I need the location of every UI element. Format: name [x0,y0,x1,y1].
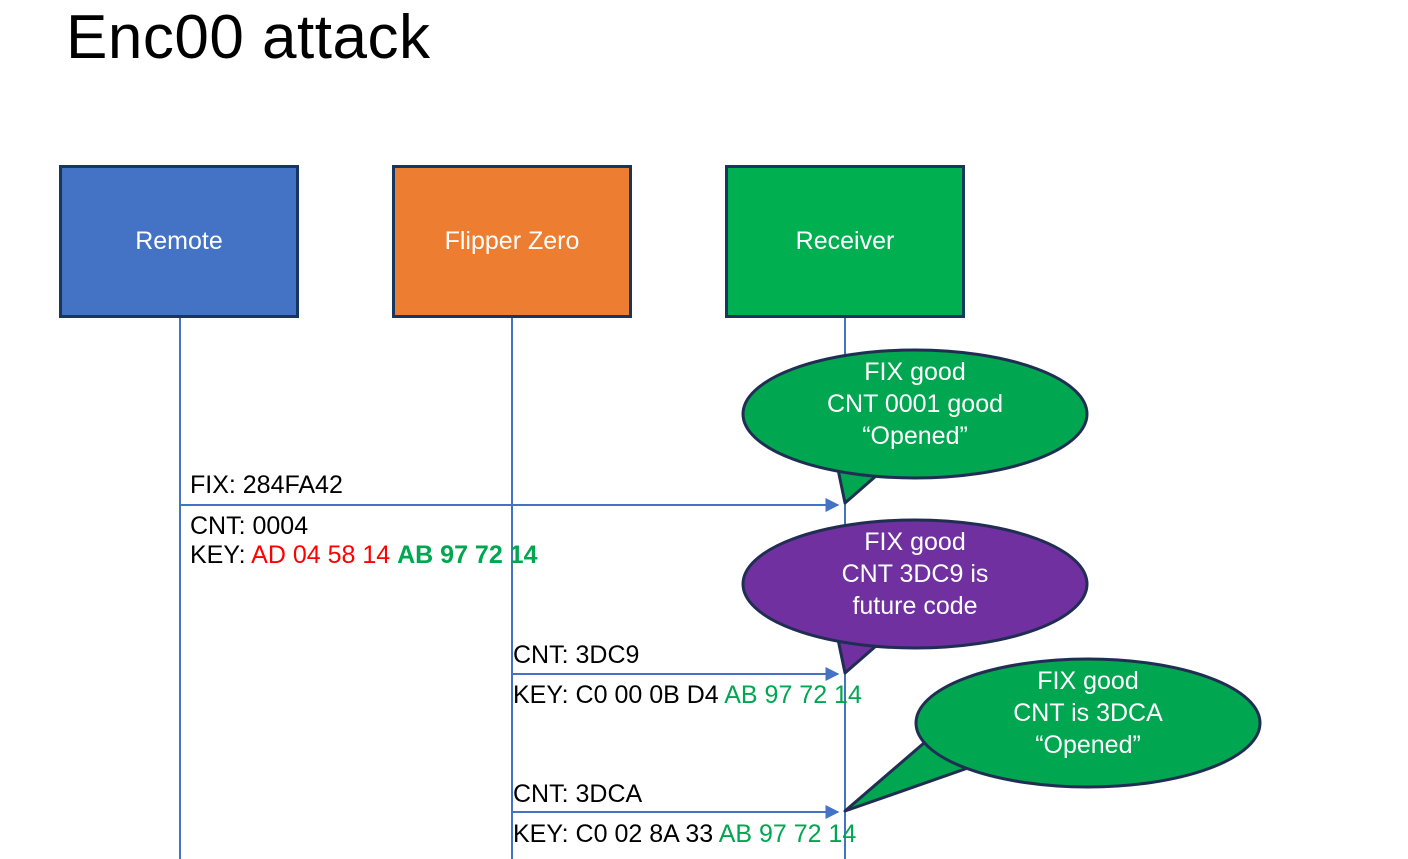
page-title: Enc00 attack [66,3,431,72]
actor-label-receiver: Receiver [795,227,895,255]
actor-box-receiver[interactable]: Receiver [725,165,965,318]
callout-2-shape [741,518,1089,675]
message-2-key-prefix: KEY: C0 00 0B D4 [513,681,725,709]
message-3-label-above: CNT: 3DCA [513,780,643,808]
message-1-label-above: FIX: 284FA42 [190,471,343,499]
callout-3-shape [843,657,1262,813]
actor-label-flipper-zero: Flipper Zero [444,227,580,255]
message-3-key-green: AB 97 72 14 [718,820,857,848]
callout-1-shape [741,348,1089,505]
message-2-key-green: AB 97 72 14 [724,681,862,709]
message-1-cnt-text: CNT: 0004 [190,512,309,540]
actor-label-remote: Remote [135,227,223,255]
message-1-key-prefix: KEY: [190,541,252,569]
message-2-label-below: KEY: C0 00 0B D4 AB 97 72 14 [513,681,862,710]
message-1-key-line: KEY: AD 04 58 14 AB 97 72 14 [190,541,537,570]
actor-box-flipper-zero[interactable]: Flipper Zero [392,165,632,318]
message-3-key-prefix: KEY: C0 02 8A 33 [513,820,719,848]
message-3-label-below: KEY: C0 02 8A 33 AB 97 72 14 [513,820,856,849]
message-1-key-red: AD 04 58 14 [251,541,398,569]
message-2-label-above: CNT: 3DC9 [513,641,640,669]
message-1-cnt-line: CNT: 0004 [190,512,537,541]
actor-box-remote[interactable]: Remote [59,165,299,318]
message-1-label-below: CNT: 0004 KEY: AD 04 58 14 AB 97 72 14 [190,512,537,570]
message-1-key-green: AB 97 72 14 [397,541,538,569]
